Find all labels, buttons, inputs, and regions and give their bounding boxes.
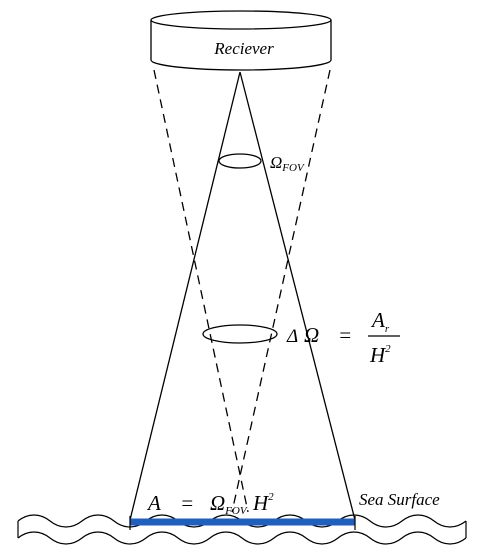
footprint-subscript: FOV: [224, 505, 248, 517]
footprint-area: [129, 516, 356, 530]
sea-surface-bottom-wave: [17, 531, 467, 545]
footprint-h: H: [252, 491, 270, 515]
delta-omega-equation: Δ Ω = Ar H2: [286, 308, 400, 367]
fov-line-left: [153, 69, 249, 513]
footprint-superscript: 2: [268, 491, 274, 503]
receiver-body: [150, 20, 332, 71]
footprint-omega-term: ΩFOV: [210, 491, 248, 517]
fov-ellipse: [218, 153, 262, 169]
delta-symbol: Δ: [286, 326, 298, 347]
numerator-subscript: r: [385, 323, 390, 335]
fov-subscript: FOV: [281, 162, 305, 174]
receiver-label: Reciever: [213, 39, 274, 58]
cone-line-right: [239, 71, 356, 521]
denominator-h: H: [369, 343, 387, 367]
footprint-a: A: [146, 491, 161, 515]
cone-line-left: [129, 71, 241, 521]
footprint-equals: =: [180, 491, 194, 515]
fov-omega: Ω: [270, 153, 282, 172]
delta-equals: =: [338, 323, 352, 347]
numerator-a: A: [370, 308, 385, 332]
delta-omega-symbol: Ω: [304, 323, 319, 347]
receiver: Reciever: [150, 10, 332, 71]
receiver-top: [150, 10, 332, 30]
fraction-denominator: H2: [369, 343, 391, 367]
footprint-equation: A = ΩFOV H2: [146, 491, 274, 517]
fov-dashed-lines: [153, 69, 331, 513]
cone-lines: [129, 71, 356, 521]
footprint-omega: Ω: [210, 491, 225, 515]
fraction-numerator: Ar: [370, 308, 390, 335]
denominator-superscript: 2: [385, 343, 391, 355]
sea-surface-label: Sea Surface: [359, 490, 440, 509]
fov-line-right: [231, 69, 331, 513]
footprint-h-term: H2: [252, 491, 274, 515]
delta-omega-ellipse: [202, 324, 278, 344]
fov-label: ΩFOV: [270, 153, 305, 174]
